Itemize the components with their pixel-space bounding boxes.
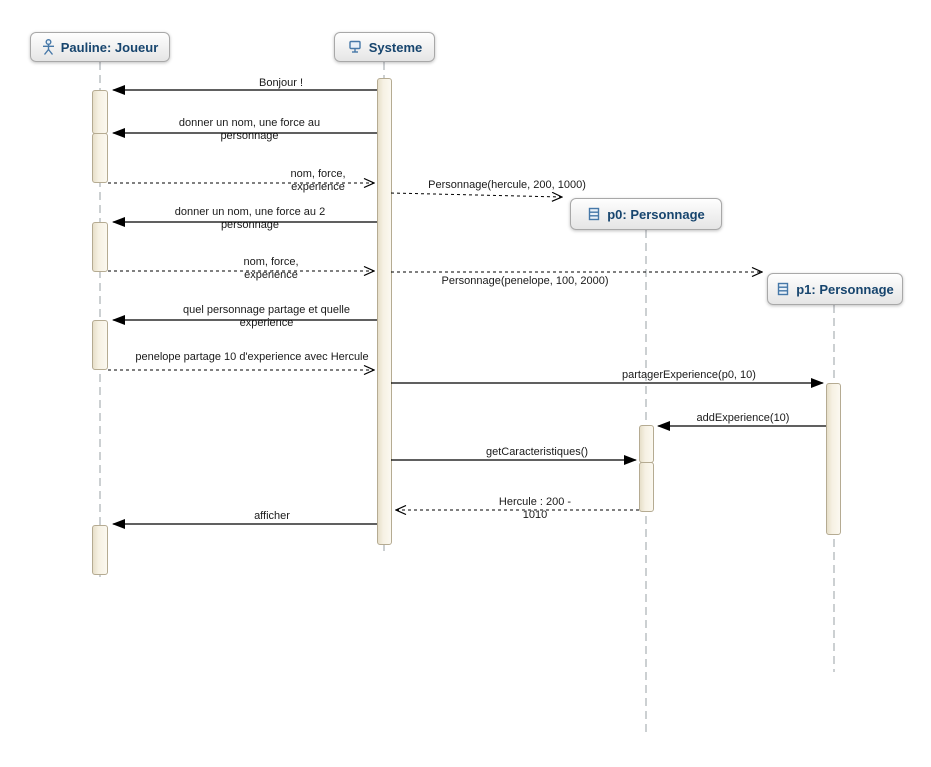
participant-p1: p1: Personnage xyxy=(767,273,903,305)
participant-name: Pauline: Joueur xyxy=(60,39,159,55)
activation-systeme xyxy=(377,78,392,545)
participant-name: p1: Personnage xyxy=(796,281,894,297)
participant-name: p0: Personnage xyxy=(607,206,705,222)
message-label-create-p1: Personnage(penelope, 100, 2000) xyxy=(441,275,609,287)
message-label-nom-force-exp-2: nom, force, experience xyxy=(243,256,299,281)
activation-pauline-4 xyxy=(92,320,108,370)
message-label-donner-nom-1: donner un nom, une force au personnage xyxy=(178,117,321,142)
object-icon xyxy=(776,281,790,297)
activation-pauline-5 xyxy=(92,525,108,575)
message-label-donner-nom-2: donner un nom, une force au 2 personnage xyxy=(174,206,326,231)
message-label-quel-personnage: quel personnage partage et quelle experi… xyxy=(183,304,350,329)
participant-systeme: Systeme xyxy=(334,32,435,62)
system-icon xyxy=(347,39,363,55)
participant-name: Systeme xyxy=(368,39,423,55)
message-label-afficher: afficher xyxy=(254,510,290,522)
object-icon xyxy=(587,206,601,222)
activation-pauline-3 xyxy=(92,222,108,272)
actor-icon xyxy=(42,38,55,56)
message-label-add-experience: addExperience(10) xyxy=(696,412,790,424)
message-label-bonjour: Bonjour ! xyxy=(258,77,304,89)
message-label-partager-experience: partagerExperience(p0, 10) xyxy=(622,369,756,381)
message-label-nom-force-exp-1: nom, force, experience xyxy=(290,168,346,193)
message-label-get-caracteristiques: getCaracteristiques() xyxy=(485,446,589,458)
activation-p1 xyxy=(826,383,841,535)
message-label-penelope-partage: penelope partage 10 d'experience avec He… xyxy=(135,351,369,363)
activation-pauline-2 xyxy=(92,133,108,183)
message-label-hercule-return: Hercule : 200 - 1010 xyxy=(498,496,572,521)
activation-p0-2 xyxy=(639,462,654,512)
message-label-create-p0: Personnage(hercule, 200, 1000) xyxy=(428,179,586,191)
participant-pauline: Pauline: Joueur xyxy=(30,32,170,62)
message-line-create-p0 xyxy=(390,193,562,197)
participant-p0: p0: Personnage xyxy=(570,198,722,230)
